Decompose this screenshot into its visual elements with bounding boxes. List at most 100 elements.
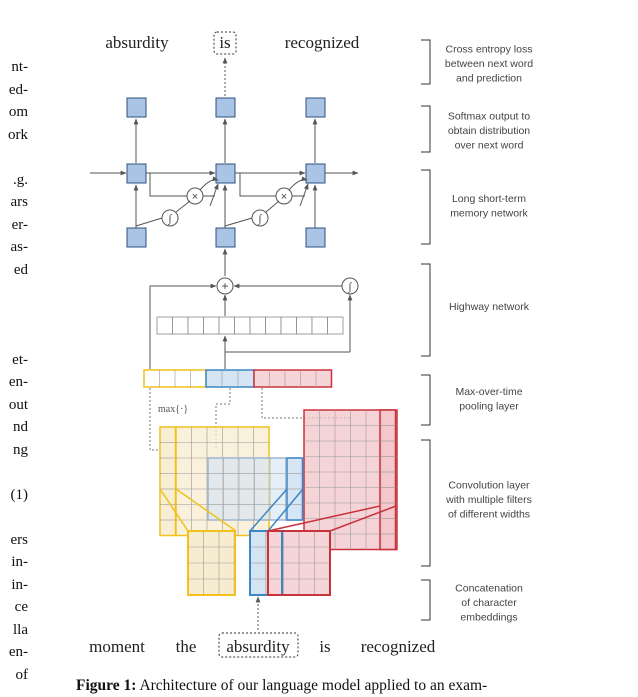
layer-label-line: Concatenation (455, 583, 523, 595)
left-text-line: et- (12, 351, 28, 368)
layer-bracket (421, 105, 431, 153)
layer-labels: Cross entropy loss between next word and p… (421, 39, 533, 624)
layer-label-line: memory network (450, 207, 528, 219)
layer-bracket (421, 169, 431, 245)
left-text-line: en- (8, 374, 28, 390)
embed-left (187, 530, 236, 596)
bottom-word-4: is (319, 637, 330, 656)
highway-cell (218, 316, 235, 335)
layer-label-line: over next word (455, 140, 524, 152)
top-word-2: is (219, 33, 230, 52)
highway-cell (280, 316, 297, 335)
softmax-nodes (126, 97, 326, 118)
left-text-line: lla (13, 621, 28, 638)
left-text-line: of (15, 666, 29, 683)
pool-segment-blue (205, 369, 255, 388)
left-text-line: .g. (13, 171, 28, 188)
layer-label-line: Long short-term (452, 193, 526, 205)
highway-cell (296, 316, 313, 335)
lstm-hidden-nodes (126, 163, 326, 184)
top-word-1: absurdity (105, 33, 169, 52)
bottom-word-5: recognized (361, 637, 436, 656)
left-text-line: ed (13, 261, 28, 278)
svg-text:×: × (281, 191, 287, 203)
highway-add-gate (216, 277, 234, 295)
caption-label: Figure 1: (76, 677, 137, 694)
embed-mid (249, 530, 267, 596)
max-operator-label: max{·} (158, 404, 188, 415)
lstm-node-2 (215, 163, 236, 184)
layer-label-line: pooling layer (459, 400, 519, 412)
embed-right (267, 530, 331, 596)
layer-bracket (421, 374, 431, 426)
character-embeddings (159, 488, 397, 596)
left-text-line: ce (14, 599, 28, 615)
lstm-gates: × ∫ × ∫ (135, 173, 309, 227)
left-text-line: nt- (11, 59, 28, 75)
svg-text:+: + (221, 279, 228, 293)
layer-label-line: Highway network (449, 301, 530, 313)
layer-label-line: of character (461, 597, 517, 609)
max-dashed-yellow (149, 388, 163, 451)
layer-label-line: of different widths (448, 509, 530, 521)
layer-label-line: Convolution layer (448, 480, 530, 492)
layer-label-line: and prediction (456, 73, 522, 85)
bottom-word-1: moment (89, 637, 145, 656)
svg-text:∫: ∫ (347, 281, 352, 293)
left-text-line: ork (8, 126, 28, 143)
bottom-word-3: absurdity (226, 637, 290, 656)
lstm-node-3 (305, 163, 326, 184)
highway-cell (234, 316, 251, 335)
left-text-line: ars (10, 194, 29, 210)
left-text-line: out (8, 396, 28, 413)
svg-text:∫: ∫ (257, 213, 262, 225)
highway-cell (172, 316, 189, 335)
layer-bracket (421, 439, 431, 567)
conv-map-red-column (379, 409, 397, 551)
highway-cell (311, 316, 328, 335)
layer-bracket (421, 579, 431, 621)
left-text-line: in- (11, 554, 28, 570)
left-text-line: as- (10, 239, 29, 255)
highway-cell (265, 316, 282, 335)
layer-label-line: Softmax output to (448, 111, 530, 123)
conv-map-blue-column (286, 457, 304, 521)
highway-hidden-layer (156, 316, 344, 335)
lstm-input-nodes (126, 227, 326, 248)
pooling-layer (143, 369, 333, 388)
layer-label-line: between next word (445, 58, 533, 70)
left-text-line: ed- (8, 81, 28, 98)
layer-label-line: embeddings (460, 612, 517, 624)
pool-segment-red (253, 369, 333, 388)
left-text-line: in- (11, 576, 28, 593)
layer-label-line: Cross entropy loss (446, 44, 533, 56)
softmax-node-3 (305, 97, 326, 118)
caption-text: Architecture of our language model appli… (136, 677, 488, 694)
highway-cell (327, 316, 344, 335)
conv-map-yellow-column (159, 426, 177, 537)
left-text-line: om (8, 104, 28, 120)
left-text-line: en- (8, 644, 28, 660)
layer-label-line: with multiple filters (445, 494, 532, 506)
figure-caption: Figure 1: Architecture of our language m… (76, 677, 487, 695)
left-text-line: (1) (10, 486, 29, 503)
layer-bracket (421, 39, 431, 85)
bottom-word-highlight-box (218, 632, 299, 658)
input-node-1 (126, 227, 147, 248)
highway-cell (156, 316, 173, 335)
layer-label-line: Max-over-time (455, 386, 522, 398)
left-text-line: ers (10, 531, 29, 548)
svg-text:∫: ∫ (167, 213, 172, 225)
highway-cell (249, 316, 266, 335)
highway-cell (203, 316, 220, 335)
layer-bracket (421, 263, 431, 357)
softmax-node-1 (126, 97, 147, 118)
input-node-3 (305, 227, 326, 248)
highway-cell (187, 316, 204, 335)
svg-text:×: × (192, 191, 198, 203)
left-text-line: nd (13, 419, 28, 435)
layer-label-line: obtain distribution (448, 125, 530, 137)
bottom-word-2: the (176, 637, 197, 656)
softmax-node-2 (215, 97, 236, 118)
